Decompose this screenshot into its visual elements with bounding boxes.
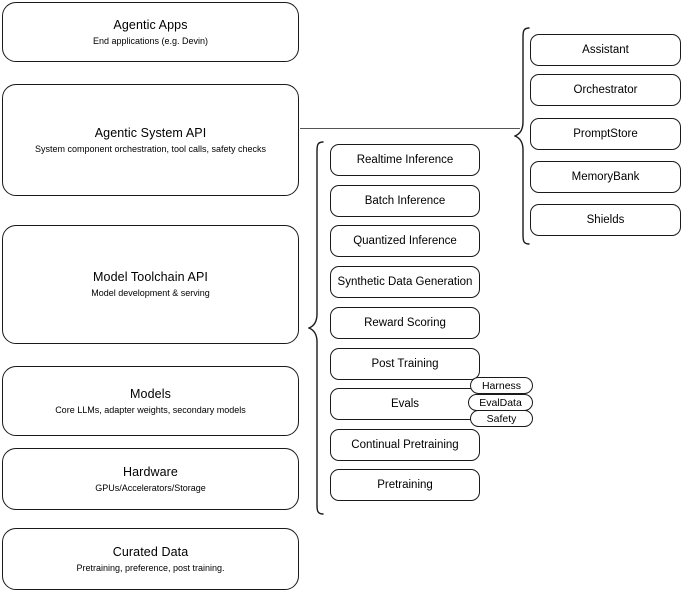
layer-title: Models	[130, 386, 171, 401]
layer-box-models[interactable]: Models Core LLMs, adapter weights, secon…	[2, 366, 299, 436]
system-box-assistant[interactable]: Assistant	[530, 34, 681, 66]
toolchain-label: Synthetic Data Generation	[337, 276, 473, 288]
layer-title: Model Toolchain API	[93, 270, 208, 284]
system-box-promptstore[interactable]: PromptStore	[530, 118, 681, 150]
toolchain-box-synthetic-data-generation[interactable]: Synthetic Data Generation	[330, 266, 480, 298]
layer-title: Agentic Apps	[113, 17, 188, 32]
toolchain-box-post-training[interactable]: Post Training	[330, 348, 480, 380]
connector-line-system-api	[300, 128, 520, 130]
eval-badge-label: EvalData	[479, 396, 522, 409]
system-label: Shields	[586, 214, 625, 226]
layer-box-agentic-apps[interactable]: Agentic Apps End applications (e.g. Devi…	[2, 2, 299, 62]
eval-badge-safety[interactable]: Safety	[470, 410, 533, 427]
toolchain-box-continual-pretraining[interactable]: Continual Pretraining	[330, 429, 480, 461]
eval-badge-evaldata[interactable]: EvalData	[468, 394, 533, 411]
layer-subtitle: Pretraining, preference, post training.	[76, 562, 225, 573]
layer-box-curated-data[interactable]: Curated Data Pretraining, preference, po…	[2, 528, 299, 590]
toolchain-label: Realtime Inference	[356, 154, 454, 166]
brace-system-components	[514, 26, 530, 246]
layer-title: Agentic System API	[94, 125, 207, 140]
layer-subtitle: System component orchestration, tool cal…	[34, 143, 267, 154]
toolchain-label: Post Training	[371, 358, 439, 370]
toolchain-label: Evals	[390, 398, 420, 410]
system-label: Orchestrator	[573, 84, 638, 96]
eval-badge-harness[interactable]: Harness	[470, 377, 533, 394]
eval-badge-label: Safety	[486, 412, 517, 425]
layer-subtitle: Core LLMs, adapter weights, secondary mo…	[55, 404, 246, 415]
toolchain-box-batch-inference[interactable]: Batch Inference	[330, 185, 480, 217]
system-box-memorybank[interactable]: MemoryBank	[530, 161, 681, 193]
layer-subtitle: GPUs/Accelerators/Storage	[95, 482, 206, 493]
layer-title: Curated Data	[112, 544, 189, 559]
system-box-shields[interactable]: Shields	[530, 204, 681, 236]
toolchain-label: Pretraining	[377, 479, 433, 491]
toolchain-box-quantized-inference[interactable]: Quantized Inference	[330, 225, 480, 257]
system-label: PromptStore	[573, 128, 638, 140]
toolchain-box-evals[interactable]: Evals	[330, 388, 480, 420]
layer-subtitle: End applications (e.g. Devin)	[92, 35, 209, 46]
layer-box-model-toolchain-api[interactable]: Model Toolchain API Model development & …	[2, 225, 299, 344]
toolchain-label: Batch Inference	[364, 195, 446, 207]
layer-box-hardware[interactable]: Hardware GPUs/Accelerators/Storage	[2, 448, 299, 510]
layer-title: Hardware	[123, 464, 178, 479]
system-box-orchestrator[interactable]: Orchestrator	[530, 74, 681, 106]
toolchain-box-realtime-inference[interactable]: Realtime Inference	[330, 144, 480, 176]
system-label: MemoryBank	[571, 171, 640, 183]
toolchain-label: Continual Pretraining	[351, 439, 459, 451]
layer-subtitle: Model development & serving	[91, 288, 210, 298]
toolchain-box-reward-scoring[interactable]: Reward Scoring	[330, 307, 480, 339]
brace-toolchain	[308, 140, 324, 516]
toolchain-box-pretraining[interactable]: Pretraining	[330, 469, 480, 501]
toolchain-label: Quantized Inference	[353, 235, 457, 247]
eval-badge-label: Harness	[481, 379, 522, 392]
toolchain-label: Reward Scoring	[364, 317, 446, 329]
layer-box-agentic-system-api[interactable]: Agentic System API System component orch…	[2, 84, 299, 196]
system-label: Assistant	[582, 44, 629, 56]
